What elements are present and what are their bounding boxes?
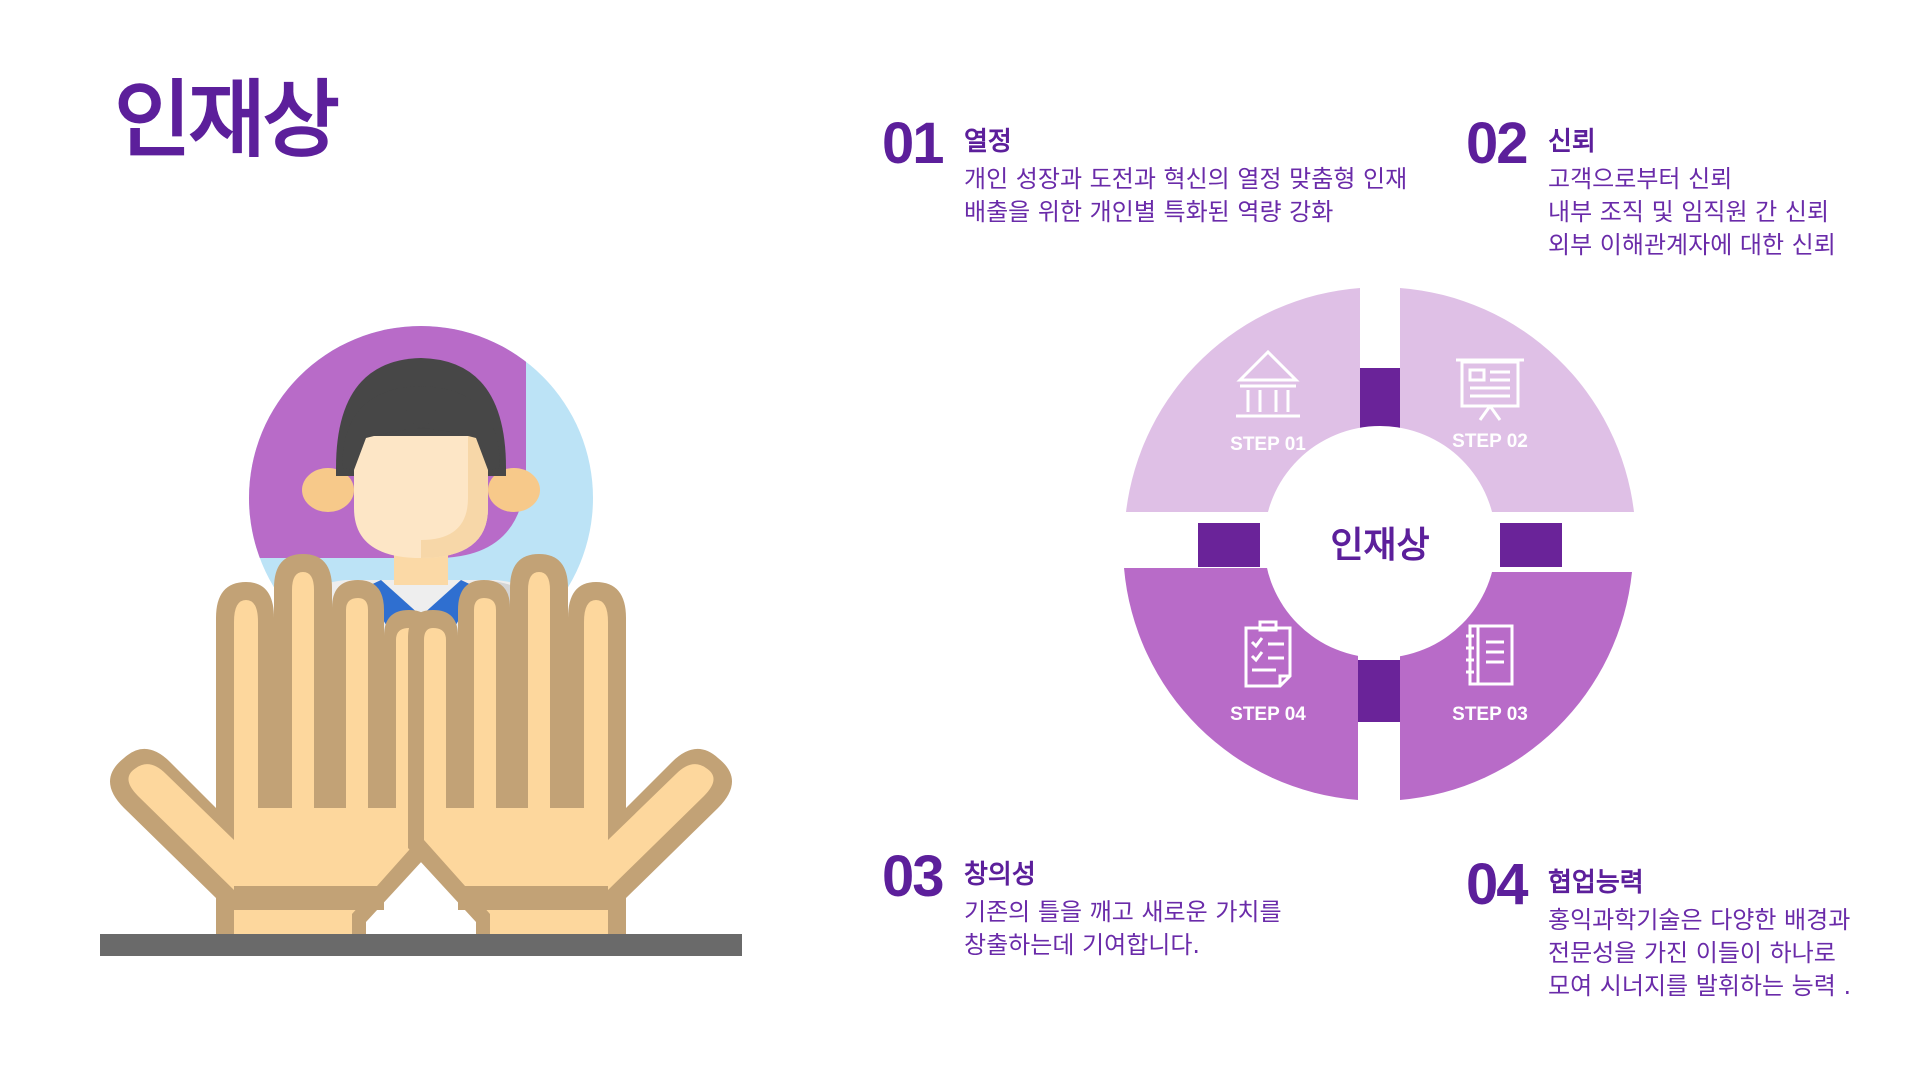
item-number: 02 xyxy=(1466,111,1528,176)
bank-icon xyxy=(1236,349,1300,418)
step-04-segment xyxy=(1124,568,1358,800)
item-number: 03 xyxy=(882,844,944,909)
description-line: 모여 시너지를 발휘하는 능력 . xyxy=(1548,972,1852,1000)
item-description: 고객으로부터 신뢰 내부 조직 및 임직원 간 신뢰 외부 이해관계자에 대한 … xyxy=(1548,163,1836,262)
page-title: 인재상 xyxy=(114,71,340,169)
description-line: 외부 이해관계자에 대한 신뢰 xyxy=(1548,231,1836,259)
diagram-connectors xyxy=(1198,368,1562,722)
item-description: 개인 성장과 도전과 혁신의 열정 맞춤형 인재 배출을 위한 개인별 특화된 … xyxy=(964,163,1407,229)
notebook-icon xyxy=(1466,624,1514,686)
description-line: 기존의 틀을 깨고 새로운 가치를 xyxy=(964,898,1282,926)
item-description: 기존의 틀을 깨고 새로운 가치를 창출하는데 기여합니다. xyxy=(964,896,1282,962)
item-heading: 협업능력 xyxy=(1548,868,1644,898)
item-number: 01 xyxy=(882,111,944,176)
description-line: 개인 성장과 도전과 혁신의 열정 맞춤형 인재 xyxy=(964,165,1408,193)
description-line: 홍익과학기술은 다양한 배경과 xyxy=(1548,906,1851,934)
description-line: 창출하는데 기여합니다. xyxy=(964,931,1201,959)
description-line: 고객으로부터 신뢰 xyxy=(1548,165,1733,193)
hands-icon xyxy=(100,554,742,956)
center-circle xyxy=(1264,426,1496,658)
item-description: 홍익과학기술은 다양한 배경과 전문성을 가진 이들이 하나로 모여 시너지를 … xyxy=(1548,904,1851,1003)
step-01-segment xyxy=(1126,288,1360,512)
step-label: STEP 02 xyxy=(1452,431,1528,452)
item-heading: 창의성 xyxy=(964,860,1036,890)
center-label: 인재상 xyxy=(1330,525,1429,566)
description-line: 내부 조직 및 임직원 간 신뢰 xyxy=(1548,198,1830,226)
checklist-icon xyxy=(1244,620,1292,688)
item-heading: 열정 xyxy=(964,127,1012,157)
description-line: 배출을 위한 개인별 특화된 역량 강화 xyxy=(964,198,1334,226)
item-heading: 신뢰 xyxy=(1548,127,1596,157)
step-cycle-diagram: 인재상 STEP 01 STEP 02 xyxy=(1124,288,1634,800)
presentation-board-icon xyxy=(1456,358,1524,421)
talent-illustration xyxy=(100,326,742,956)
item-number: 04 xyxy=(1466,852,1528,917)
step-label: STEP 01 xyxy=(1230,434,1306,455)
step-03-segment xyxy=(1400,572,1632,800)
step-label: STEP 03 xyxy=(1452,704,1528,725)
step-label: STEP 04 xyxy=(1230,704,1306,725)
description-line: 전문성을 가진 이들이 하나로 xyxy=(1548,939,1836,967)
